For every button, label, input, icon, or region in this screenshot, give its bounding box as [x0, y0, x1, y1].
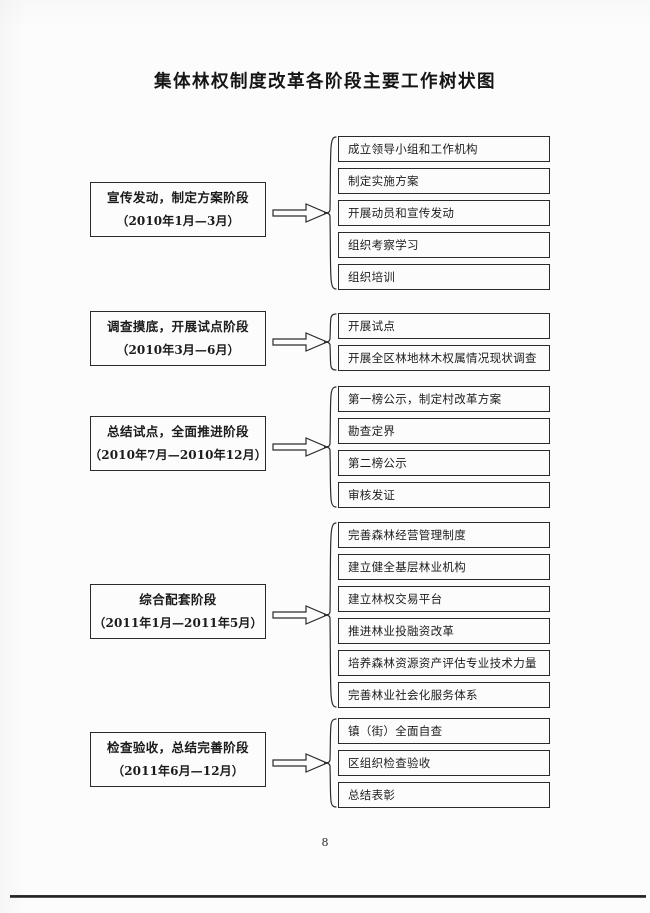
page-number: 8 [321, 836, 329, 849]
task-item-label: 制定实施方案 [348, 174, 419, 188]
task-item-label: 开展试点 [348, 319, 396, 333]
task-item-label: 区组织检查验收 [348, 756, 431, 770]
stage-items-group-4: 完善森林经营管理制度建立健全基层林业机构建立林权交易平台推进林业投融资改革培养森… [338, 522, 550, 714]
stage-period: （2010年1月—3月） [116, 213, 240, 228]
arrow-right-icon [272, 331, 329, 353]
curly-brace [322, 136, 338, 290]
task-item-label: 总结表彰 [348, 788, 396, 802]
task-item-box[interactable]: 建立林权交易平台 [338, 586, 550, 612]
task-item-label: 开展动员和宣传发动 [348, 206, 455, 220]
stage-box-5[interactable]: 检查验收，总结完善阶段 （2011年6月—12月） [90, 732, 266, 787]
task-item-box[interactable]: 第一榜公示，制定村改革方案 [338, 386, 550, 412]
stage-box-4[interactable]: 综合配套阶段 （2011年1月—2011年5月） [90, 584, 266, 639]
task-item-box[interactable]: 总结表彰 [338, 782, 550, 808]
task-item-box[interactable]: 建立健全基层林业机构 [338, 554, 550, 580]
task-item-label: 审核发证 [348, 488, 396, 502]
stage-name: 检查验收，总结完善阶段 [107, 740, 249, 755]
task-item-box[interactable]: 培养森林资源资产评估专业技术力量 [338, 650, 550, 676]
task-item-box[interactable]: 完善森林经营管理制度 [338, 522, 550, 548]
task-item-box[interactable]: 第二榜公示 [338, 450, 550, 476]
task-item-box[interactable]: 开展动员和宣传发动 [338, 200, 550, 226]
task-item-box[interactable]: 开展试点 [338, 313, 550, 339]
curly-brace [322, 522, 338, 708]
arrow-right-icon [272, 436, 329, 458]
stage-name: 调查摸底，开展试点阶段 [107, 319, 249, 334]
stage-items-group-5: 镇（街）全面自查区组织检查验收总结表彰 [338, 718, 550, 814]
task-item-box[interactable]: 完善林业社会化服务体系 [338, 682, 550, 708]
task-item-label: 培养森林资源资产评估专业技术力量 [348, 656, 537, 670]
task-item-label: 建立林权交易平台 [348, 592, 443, 606]
stage-box-2[interactable]: 调查摸底，开展试点阶段 （2010年3月—6月） [90, 311, 266, 366]
stage-period: （2010年3月—6月） [116, 342, 240, 357]
task-item-box[interactable]: 审核发证 [338, 482, 550, 508]
stage-name: 总结试点，全面推进阶段 [107, 424, 249, 439]
curly-brace [322, 718, 338, 808]
task-item-label: 成立领导小组和工作机构 [348, 142, 478, 156]
arrow-right-icon [272, 752, 329, 774]
stage-box-3[interactable]: 总结试点，全面推进阶段 （2010年7月—2010年12月） [89, 416, 267, 471]
task-item-label: 推进林业投融资改革 [348, 624, 455, 638]
stage-period: （2010年7月—2010年12月） [89, 447, 267, 462]
task-item-box[interactable]: 制定实施方案 [338, 168, 550, 194]
stage-name: 综合配套阶段 [139, 592, 217, 607]
curly-brace [322, 386, 338, 508]
stage-items-group-2: 开展试点开展全区林地林木权属情况现状调查 [338, 313, 550, 377]
stage-period: （2011年6月—12月） [112, 763, 244, 778]
arrow-right-icon [272, 604, 329, 626]
task-item-label: 完善森林经营管理制度 [348, 528, 466, 542]
page-title: 集体林权制度改革各阶段主要工作树状图 [154, 72, 496, 92]
task-item-label: 建立健全基层林业机构 [348, 560, 466, 574]
task-item-box[interactable]: 开展全区林地林木权属情况现状调查 [338, 345, 550, 371]
arrow-right-icon [272, 202, 329, 224]
task-item-label: 开展全区林地林木权属情况现状调查 [348, 351, 537, 365]
stage-period: （2011年1月—2011年5月） [93, 615, 263, 630]
task-item-box[interactable]: 推进林业投融资改革 [338, 618, 550, 644]
task-item-box[interactable]: 组织考察学习 [338, 232, 550, 258]
curly-brace [322, 313, 338, 371]
task-item-label: 镇（街）全面自查 [348, 724, 443, 738]
task-item-label: 组织考察学习 [348, 238, 419, 252]
task-item-box[interactable]: 镇（街）全面自查 [338, 718, 550, 744]
stage-name: 宣传发动，制定方案阶段 [107, 190, 249, 205]
stage-box-1[interactable]: 宣传发动，制定方案阶段 （2010年1月—3月） [90, 182, 266, 237]
task-item-label: 第一榜公示，制定村改革方案 [348, 392, 502, 406]
stage-items-group-3: 第一榜公示，制定村改革方案勘查定界第二榜公示审核发证 [338, 386, 550, 514]
task-item-box[interactable]: 组织培训 [338, 264, 550, 290]
stage-items-group-1: 成立领导小组和工作机构制定实施方案开展动员和宣传发动组织考察学习组织培训 [338, 136, 550, 296]
task-item-label: 完善林业社会化服务体系 [348, 688, 478, 702]
scan-edge-rule [10, 895, 646, 898]
task-item-label: 组织培训 [348, 270, 396, 284]
task-item-label: 第二榜公示 [348, 456, 407, 470]
task-item-box[interactable]: 勘查定界 [338, 418, 550, 444]
task-item-box[interactable]: 成立领导小组和工作机构 [338, 136, 550, 162]
task-item-box[interactable]: 区组织检查验收 [338, 750, 550, 776]
task-item-label: 勘查定界 [348, 424, 396, 438]
